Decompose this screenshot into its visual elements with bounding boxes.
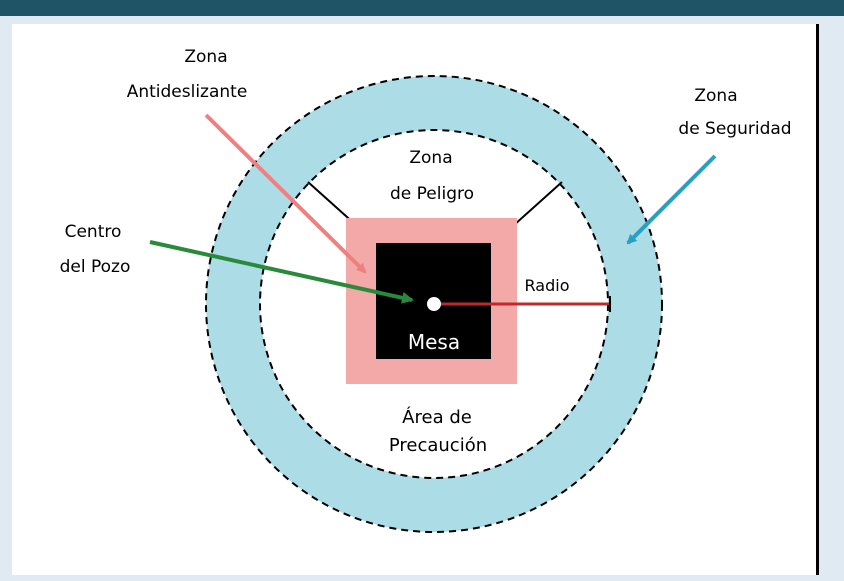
right-border (816, 24, 819, 575)
safety-zone-label-line2: de Seguridad (678, 119, 791, 139)
danger-zone-label-line2: de Peligro (390, 184, 474, 204)
header-bar (0, 0, 844, 16)
safety-zone-label-line1: Zona (694, 86, 737, 106)
danger-zone-label-line1: Zona (409, 148, 452, 168)
antislip-label-line2: Antideslizante (127, 82, 248, 102)
antislip-arrow (204, 113, 367, 274)
well-center-arrow (149, 240, 414, 304)
caution-area-label-line2: Precaución (389, 435, 487, 456)
table-label: Mesa (408, 330, 460, 354)
well-center-label-line1: Centro (65, 222, 122, 242)
caution-area-label-line1: Área de (402, 406, 472, 428)
radius-label: Radio (525, 276, 570, 295)
antislip-label-line1: Zona (184, 47, 227, 67)
safety-zone-arrow (626, 154, 717, 245)
well-center-icon (427, 297, 441, 311)
well-center-label-line2: del Pozo (60, 257, 131, 277)
